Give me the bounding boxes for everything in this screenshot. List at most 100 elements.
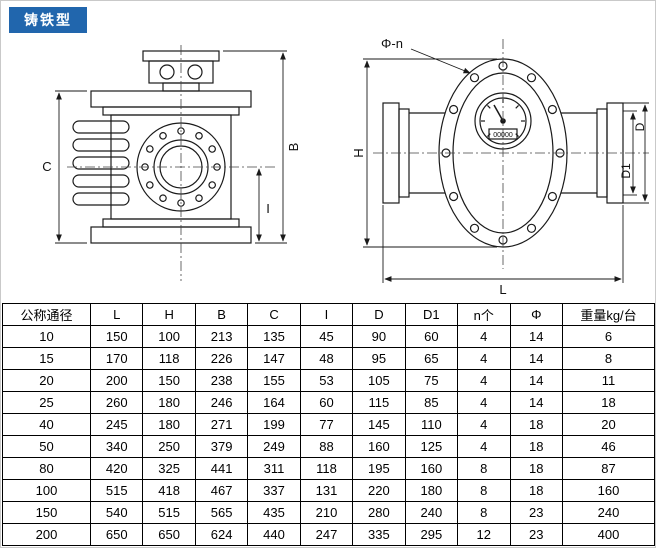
- table-cell: 115: [352, 391, 406, 414]
- table-cell: 18: [562, 391, 655, 414]
- table-cell: 20: [562, 413, 655, 436]
- column-header: D: [352, 303, 406, 326]
- table-cell: 14: [509, 369, 563, 392]
- table-cell: 77: [299, 413, 354, 436]
- column-header: L: [89, 303, 144, 326]
- table-cell: 80: [2, 457, 91, 480]
- table-cell: 110: [404, 413, 459, 436]
- bottom-flange: [90, 218, 252, 244]
- table-cell: 18: [509, 479, 563, 502]
- table-cell: 6: [562, 325, 655, 348]
- table-cell: 160: [352, 435, 406, 458]
- table-cell: 15: [2, 347, 91, 370]
- table-cell: 118: [299, 457, 354, 480]
- table-cell: 245: [89, 413, 144, 436]
- table-cell: 199: [247, 413, 301, 436]
- table-cell: 150: [2, 501, 91, 524]
- column-header: H: [142, 303, 196, 326]
- table-cell: 18: [509, 435, 563, 458]
- table-cell: 8: [562, 347, 655, 370]
- table-cell: 650: [142, 523, 196, 546]
- table-cell: 311: [247, 457, 301, 480]
- table-cell: 135: [247, 325, 301, 348]
- table-cell: 340: [89, 435, 144, 458]
- table-cell: 118: [142, 347, 196, 370]
- table-cell: 4: [457, 325, 511, 348]
- table-cell: 12: [457, 523, 511, 546]
- table-cell: 85: [404, 391, 459, 414]
- table-cell: 200: [89, 369, 144, 392]
- table-cell: 4: [457, 413, 511, 436]
- column-header: C: [247, 303, 301, 326]
- table-cell: 213: [194, 325, 249, 348]
- table-cell: 11: [562, 369, 655, 392]
- table-cell: 379: [194, 435, 249, 458]
- gauge-needle: [493, 104, 504, 122]
- table-cell: 271: [194, 413, 249, 436]
- table-cell: 325: [142, 457, 196, 480]
- table-cell: 75: [404, 369, 459, 392]
- table-cell: 650: [89, 523, 144, 546]
- table-cell: 337: [247, 479, 301, 502]
- table-cell: 48: [299, 347, 354, 370]
- table-cell: 4: [457, 347, 511, 370]
- table-cell: 87: [562, 457, 655, 480]
- table-cell: 150: [89, 325, 144, 348]
- table-cell: 435: [247, 501, 301, 524]
- table-cell: 180: [142, 391, 196, 414]
- table-cell: 295: [404, 523, 459, 546]
- table-cell: 170: [89, 347, 144, 370]
- top-flange: [90, 90, 252, 116]
- table-cell: 238: [194, 369, 249, 392]
- table-cell: 260: [89, 391, 144, 414]
- table-cell: 40: [2, 413, 91, 436]
- table-cell: 18: [509, 413, 563, 436]
- dim-label-c: C: [42, 159, 51, 174]
- dim-label-phi-n: Φ-n: [381, 36, 403, 51]
- table-cell: 20: [2, 369, 91, 392]
- table-cell: 210: [299, 501, 354, 524]
- front-view-drawing: C B I: [42, 45, 301, 281]
- table-cell: 90: [352, 325, 406, 348]
- table-cell: 8: [457, 501, 511, 524]
- table-cell: 240: [404, 501, 459, 524]
- table-cell: 164: [247, 391, 301, 414]
- table-cell: 50: [2, 435, 91, 458]
- table-cell: 100: [2, 479, 91, 502]
- table-cell: 145: [352, 413, 406, 436]
- cooling-fins: [72, 120, 130, 206]
- dim-label-b: B: [286, 143, 301, 152]
- table-cell: 155: [247, 369, 301, 392]
- table-cell: 65: [404, 347, 459, 370]
- table-cell: 249: [247, 435, 301, 458]
- table-cell: 200: [2, 523, 91, 546]
- column-header: 重量kg/台: [562, 303, 655, 326]
- centerlines: [373, 39, 649, 269]
- table-cell: 515: [142, 501, 196, 524]
- table-cell: 4: [457, 435, 511, 458]
- table-cell: 418: [142, 479, 196, 502]
- column-header: 公称通径: [2, 303, 91, 326]
- table-cell: 8: [457, 457, 511, 480]
- column-header: B: [194, 303, 249, 326]
- table-cell: 624: [194, 523, 249, 546]
- table-cell: 160: [404, 457, 459, 480]
- table-cell: 565: [194, 501, 249, 524]
- dim-label-i: I: [266, 201, 270, 216]
- table-cell: 467: [194, 479, 249, 502]
- side-view-drawing: 00000 Φ-n H D1 D L: [353, 36, 649, 297]
- table-cell: 440: [247, 523, 301, 546]
- table-cell: 100: [142, 325, 196, 348]
- table-cell: 4: [457, 369, 511, 392]
- table-cell: 95: [352, 347, 406, 370]
